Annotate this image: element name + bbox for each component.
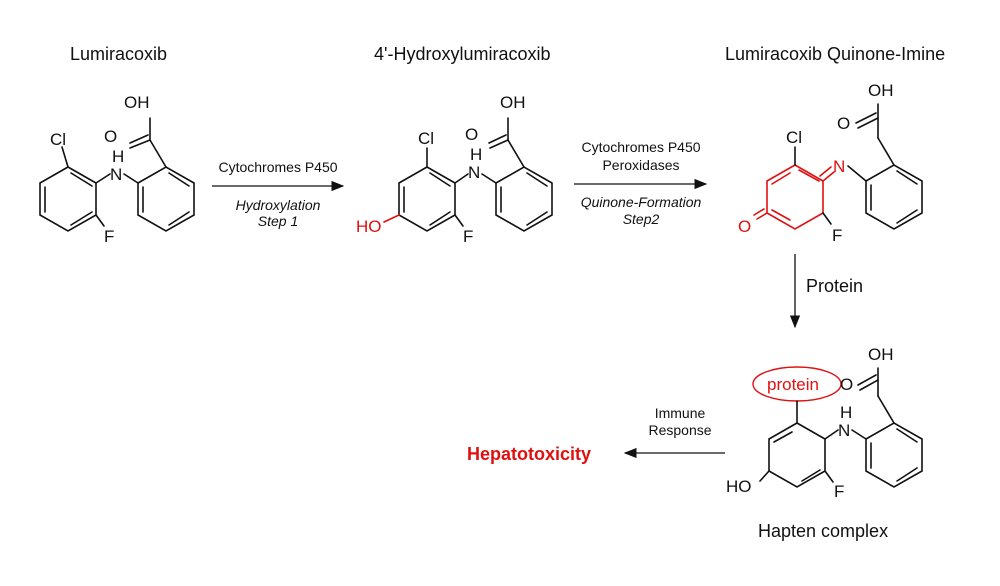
svg-text:Step2: Step2: [623, 211, 660, 227]
cooh-label: OH: [124, 93, 150, 112]
imine-nitrogen: N: [833, 157, 845, 176]
title-hydroxylumiracoxib: 4'-Hydroxylumiracoxib: [374, 44, 550, 64]
hydroxyl-label: HO: [356, 217, 382, 236]
svg-text:Hydroxylation: Hydroxylation: [236, 197, 321, 213]
reaction-arrow-immune: Immune Response: [623, 405, 725, 459]
title-quinone-imine: Lumiracoxib Quinone-Imine: [725, 44, 945, 64]
svg-text:F: F: [832, 226, 842, 245]
svg-text:O: O: [840, 375, 853, 394]
compound-lumiracoxib: Lumiracoxib Cl F H N OH O: [39, 44, 195, 246]
compound-hydroxylumiracoxib: 4'-Hydroxylumiracoxib Cl F HO H N OH O: [356, 44, 553, 246]
svg-text:N: N: [838, 421, 850, 440]
reaction-arrow-protein: Protein: [789, 254, 863, 329]
reaction-arrow-step2: Cytochromes P450 Peroxidases Quinone-For…: [574, 139, 708, 227]
ring-left-1: [39, 166, 97, 232]
svg-text:OH: OH: [500, 93, 526, 112]
ring-right-1: [137, 166, 195, 232]
nh-n: N: [110, 165, 122, 184]
title-hapten-complex: Hapten complex: [758, 521, 888, 541]
svg-text:O: O: [465, 125, 478, 144]
compound-quinone-imine: Lumiracoxib Quinone-Imine Cl F O N OH O: [725, 44, 945, 245]
title-lumiracoxib: Lumiracoxib: [70, 44, 167, 64]
svg-text:HO: HO: [726, 477, 752, 496]
svg-text:H: H: [470, 145, 482, 164]
svg-text:Protein: Protein: [806, 276, 863, 296]
svg-text:Cytochromes P450: Cytochromes P450: [581, 139, 700, 155]
svg-text:Quinone-Formation: Quinone-Formation: [581, 194, 702, 210]
svg-text:Cytochromes P450: Cytochromes P450: [218, 159, 337, 175]
svg-text:H: H: [840, 403, 852, 422]
carbonyl-o: O: [104, 127, 117, 146]
svg-text:Step 1: Step 1: [258, 213, 298, 229]
nh-h: H: [112, 147, 124, 166]
svg-text:Cl: Cl: [786, 128, 802, 147]
svg-text:F: F: [834, 482, 844, 501]
svg-text:Peroxidases: Peroxidases: [602, 157, 679, 173]
svg-text:OH: OH: [868, 345, 894, 364]
quinone-oxygen: O: [738, 217, 751, 236]
chlorine-label: Cl: [50, 130, 66, 149]
svg-text:Immune: Immune: [655, 405, 706, 421]
svg-text:F: F: [463, 227, 473, 246]
protein-label: protein: [767, 375, 819, 394]
reaction-arrow-step1: Cytochromes P450 Hydroxylation Step 1: [212, 159, 345, 229]
svg-text:Cl: Cl: [418, 129, 434, 148]
svg-text:O: O: [837, 114, 850, 133]
svg-text:OH: OH: [868, 81, 894, 100]
fluorine-label: F: [104, 227, 114, 246]
svg-text:N: N: [468, 163, 480, 182]
compound-hapten-complex: protein HO F H N OH O Hapten complex: [726, 345, 923, 541]
svg-text:Response: Response: [648, 422, 711, 438]
outcome-hepatotoxicity: Hepatotoxicity: [467, 444, 591, 464]
